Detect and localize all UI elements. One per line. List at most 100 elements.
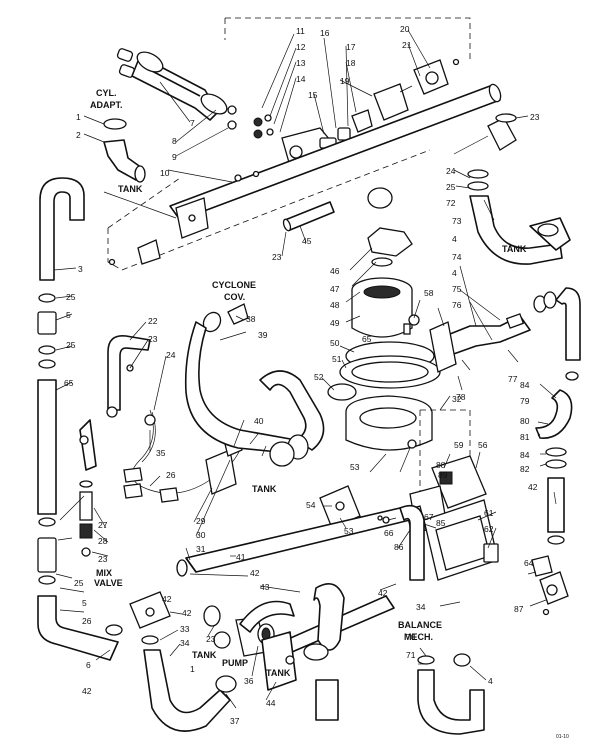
mix-valve-assembly [79, 419, 97, 557]
callout-1: 1 [76, 112, 81, 122]
cylinder-hose-assembly [116, 48, 237, 130]
callout-17: 17 [346, 42, 356, 52]
callout-73: 73 [452, 216, 462, 226]
solenoid-assembly [373, 59, 449, 121]
cyclone-cov-label-line2: COV. [224, 292, 245, 302]
callout-36: 36 [244, 676, 254, 686]
wire-harness-26 [123, 409, 243, 503]
callout-62: 62 [484, 524, 494, 534]
main-diagonal-tube [169, 83, 502, 232]
callout-84: 84 [520, 380, 530, 390]
callout-21: 21 [402, 40, 412, 50]
callout-13: 13 [296, 58, 306, 68]
callout-26: 26 [82, 616, 92, 626]
callout-8: 8 [172, 136, 177, 146]
balance-mech-label-line2: MECH. [404, 632, 433, 642]
callout-15: 15 [308, 90, 318, 100]
callout-6: 6 [86, 660, 91, 670]
callout-25: 25 [446, 182, 456, 192]
callout-76: 76 [452, 300, 462, 310]
callout-49: 49 [330, 318, 340, 328]
callout-48: 48 [330, 300, 340, 310]
callout-75: 75 [452, 284, 462, 294]
callout-56: 56 [478, 440, 488, 450]
callout-9: 9 [172, 152, 177, 162]
callout-19: 19 [340, 76, 350, 86]
callout-4: 4 [488, 676, 493, 686]
callout-11: 11 [296, 26, 305, 36]
mix-valve-label-line1: MIX [96, 568, 112, 578]
callout-81: 81 [520, 432, 530, 442]
callout-87: 87 [514, 604, 524, 614]
callout-80: 80 [520, 416, 530, 426]
callout-29: 29 [196, 516, 206, 526]
callout-89: 89 [438, 470, 448, 480]
tank-label-center: TANK [252, 484, 277, 494]
balance-mech-assembly [417, 555, 569, 735]
callout-14: 14 [296, 74, 306, 84]
callout-88: 88 [436, 460, 446, 470]
callout-55: 54 [306, 500, 316, 510]
callout-35: 35 [156, 448, 166, 458]
callout-18: 18 [346, 58, 356, 68]
callout-32: 32 [452, 394, 462, 404]
callout-65: 66 [384, 528, 394, 538]
callout-39: 39 [258, 330, 268, 340]
callout-58: 58 [424, 288, 434, 298]
tank-label-pump: TANK [192, 650, 217, 660]
callout-46: 46 [330, 266, 340, 276]
callout-10: 10 [160, 168, 170, 178]
callout-44: 44 [266, 698, 276, 708]
callout-4: 4 [452, 234, 457, 244]
callout-42: 42 [250, 568, 260, 578]
cyl-adapter-elbow [103, 118, 146, 183]
callout-33: 33 [180, 624, 190, 634]
callout-23: 23 [148, 334, 158, 344]
callout-71: 71 [406, 650, 416, 660]
callout-42: 42 [82, 686, 92, 696]
leader-lines [53, 29, 557, 709]
callout-12: 12 [296, 42, 306, 52]
callout-70: 70 [406, 632, 416, 642]
callout-7: 7 [190, 118, 195, 128]
callout-77: 77 [508, 374, 518, 384]
callout-5: 5 [82, 598, 87, 608]
callout-42: 42 [378, 588, 388, 598]
callout-4: 4 [452, 268, 457, 278]
tank-label-upper-left: TANK [118, 184, 143, 194]
cyclone-cov-label-line1: CYCLONE [212, 280, 256, 290]
callout-20: 20 [400, 24, 410, 34]
assembly-labels: CYL. ADAPT. TANK TANK CYCLONE COV. TANK … [90, 88, 569, 740]
callout-23: 23 [206, 634, 216, 644]
pump-label: PUMP [222, 658, 248, 668]
callout-40: 40 [254, 416, 264, 426]
footer-code: 01-10 [556, 734, 569, 740]
callout-30: 30 [196, 530, 206, 540]
cyclone-cover-hose [184, 303, 325, 467]
tank-label-right: TANK [502, 244, 527, 254]
callout-25: 25 [66, 340, 76, 350]
callout-16: 16 [320, 28, 330, 38]
callout-25: 25 [74, 578, 84, 588]
callout-37: 37 [230, 716, 240, 726]
callout-78: 78 [456, 392, 466, 402]
callout-82: 82 [520, 464, 530, 474]
callout-72: 72 [446, 198, 456, 208]
callout-63: 65 [362, 334, 372, 344]
callout-66: 67 [424, 512, 434, 522]
callout-85: 85 [436, 518, 446, 528]
right-hose-assembly [429, 113, 581, 545]
callout-42: 42 [182, 608, 192, 618]
callout-34: 34 [416, 602, 426, 612]
mount-plate-55 [319, 485, 361, 529]
callout-50: 50 [330, 338, 340, 348]
upper-assembly-boundary [107, 17, 471, 271]
callout-34: 34 [180, 638, 190, 648]
callout-53: 53 [350, 462, 360, 472]
callout-28: 28 [98, 536, 108, 546]
tank-label-lower: TANK [266, 668, 291, 678]
left-hose-stack [37, 177, 123, 661]
callout-42: 42 [528, 482, 538, 492]
callout-23: 23 [530, 112, 540, 122]
